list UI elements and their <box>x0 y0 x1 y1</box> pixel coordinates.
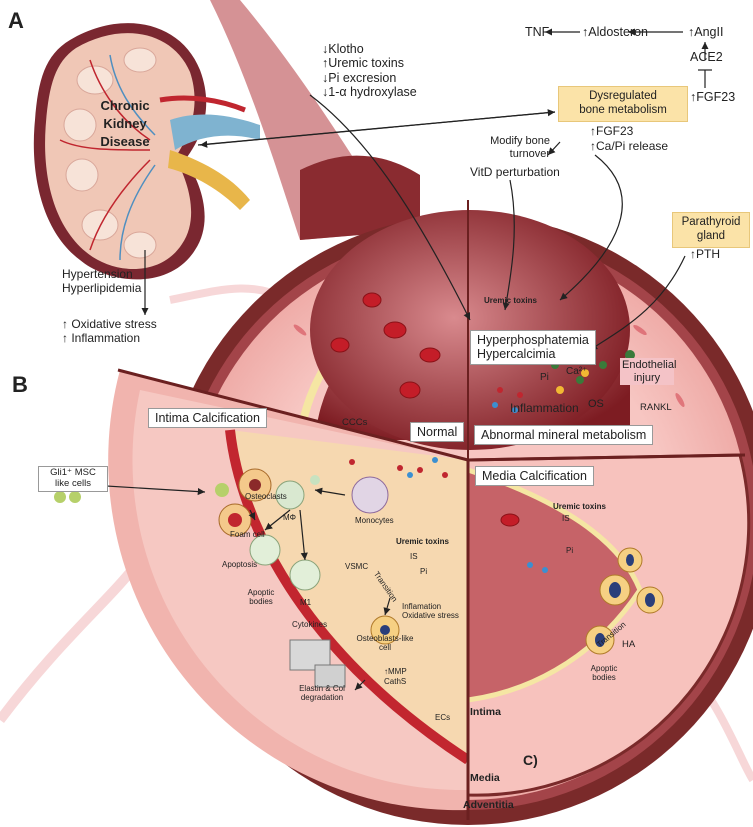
uremic-toxins-top-label: Uremic toxins <box>484 296 537 305</box>
caths-label: CathS <box>384 677 407 686</box>
hyperlipidemia-text: Hyperlipidemia <box>62 280 142 295</box>
top-center-block: ↓Klotho ↑Uremic toxins ↓Pi excresion ↓1-… <box>322 42 417 100</box>
angii-text: ↑AngII <box>688 25 724 39</box>
fgf23-top-text: ↑FGF23 <box>690 90 736 104</box>
media-calc-cells <box>500 513 664 655</box>
foam-cell-label: Foam cell <box>230 530 265 539</box>
plaque-cells <box>54 468 400 688</box>
kidney-label: Chronic Kidney Disease <box>70 98 180 149</box>
parathyroid-box: Parathyroid gland <box>672 212 750 248</box>
cytokines-label: Cytokines <box>292 620 328 629</box>
bone-turnover-line1: Modify bone <box>490 135 550 147</box>
vessel-junction <box>300 155 420 240</box>
is-b-label: IS <box>410 552 418 561</box>
vsmc-label: VSMC <box>345 562 369 571</box>
left-causes: Hypertension Hyperlipidemia <box>62 267 142 296</box>
endothelial-injury-label: Endothelial injury <box>620 358 677 386</box>
is-c-label: IS <box>562 514 570 523</box>
mmp-label: ↑MMP <box>384 667 407 676</box>
klotho-text: ↓Klotho <box>322 42 364 56</box>
panel-c-label: C) <box>523 752 538 768</box>
uremic-toxins-b-label: Uremic toxins <box>396 537 449 546</box>
osteoclasts-label: Osteoclasts <box>245 492 287 501</box>
ha-label: HA <box>622 639 636 650</box>
pi-b-label: Pi <box>420 567 428 576</box>
hydroxylase-text: ↓1-α hydroxylase <box>322 85 417 100</box>
m1-label: M1 <box>300 598 312 607</box>
pi-top-label: Pi <box>540 372 549 383</box>
cccs-label: CCCs <box>342 417 368 428</box>
fgf23-release-text: ↑FGF23 <box>590 124 634 138</box>
modify-bone-turnover: Modify bone turnover <box>470 135 550 160</box>
ca-top-label: Ca²⁺ <box>566 366 588 377</box>
left-effects: ↑ Oxidative stress ↑ Inflammation <box>62 317 157 346</box>
vitd-perturbation-text: VitD perturbation <box>470 165 560 179</box>
hypercalcimia-text: Hypercalcimia <box>477 347 556 362</box>
hyper-box: Hyperphosphatemia Hypercalcimia <box>470 330 596 365</box>
aldosteron-text: ↑Aldosteron <box>582 25 649 39</box>
parathyroid-line1: Parathyroid <box>681 216 741 228</box>
artery-cross-section <box>54 200 753 825</box>
tnf-text: TNF <box>525 25 550 39</box>
dysregulated-line2: bone metabolism <box>579 103 667 116</box>
oxidative-stress-text: ↑ Oxidative stress <box>62 317 157 331</box>
inflammation-text: ↑ Inflammation <box>62 330 141 345</box>
capi-release-text: ↑Ca/Pi release <box>590 139 669 153</box>
media-layer-label: Media <box>470 772 500 784</box>
dysregulated-bone-box: Dysregulated bone metabolism <box>558 86 688 122</box>
elastin-col-label: Elastin & Col degradation <box>299 684 345 703</box>
intima-calcification-label: Intima Calcification <box>148 408 267 428</box>
parathyroid-line2: gland <box>696 229 726 242</box>
bone-turnover-line2: turnover <box>509 147 550 160</box>
inflammation-top-label: Inflammation <box>510 401 579 415</box>
rankl-label: RANKL <box>640 402 672 413</box>
gli1-msc-label: Gli1⁺ MSC like cells <box>38 466 108 492</box>
kidney-illustration <box>33 23 260 280</box>
hyperphosphatemia-text: Hyperphosphatemia <box>477 333 589 347</box>
ace2-text: ACE2 <box>690 50 723 64</box>
dysregulated-line1: Dysregulated <box>589 90 657 102</box>
panel-b-label: B <box>12 372 28 397</box>
apoptosis-label: Apoptosis <box>222 560 258 569</box>
monocytes-label: Monocytes <box>355 516 394 525</box>
pi-c-label: Pi <box>566 546 574 555</box>
macrophage-label: MΦ <box>283 513 297 522</box>
abnormal-mineral-label: Abnormal mineral metabolism <box>474 425 654 445</box>
kidney-label-line3: Disease <box>100 134 150 149</box>
os-label: OS <box>588 398 604 410</box>
media-calcification-label: Media Calcification <box>475 466 594 486</box>
kidney-label-line2: Kidney <box>103 116 147 131</box>
normal-label: Normal <box>410 422 465 442</box>
kidney-label-line1: Chronic <box>100 98 150 113</box>
upper-vessel-branch <box>210 0 420 240</box>
apoptic-bodies-label: Apoptic bodies <box>247 588 275 607</box>
hypertension-text: Hypertension <box>62 267 133 281</box>
uremic-toxins-text: ↑Uremic toxins <box>322 56 404 71</box>
intima-layer-label: Intima <box>470 706 501 718</box>
osteoblasts-like-label: Osteoblasts-like cell <box>356 634 414 653</box>
panel-a-label: A <box>8 8 24 33</box>
pth-text: ↑PTH <box>690 247 720 261</box>
adventitia-layer-label: Adventitia <box>463 799 514 811</box>
uremic-toxins-c-label: Uremic toxins <box>553 502 606 511</box>
inflammation-oxidative-label: Inflamation Oxidative stress <box>402 602 459 621</box>
ecs-label: ECs <box>435 713 451 722</box>
apoptic-bodies-c-label: Apoptic bodies <box>590 664 618 683</box>
pi-excretion-text: ↓Pi excresion <box>322 70 397 85</box>
